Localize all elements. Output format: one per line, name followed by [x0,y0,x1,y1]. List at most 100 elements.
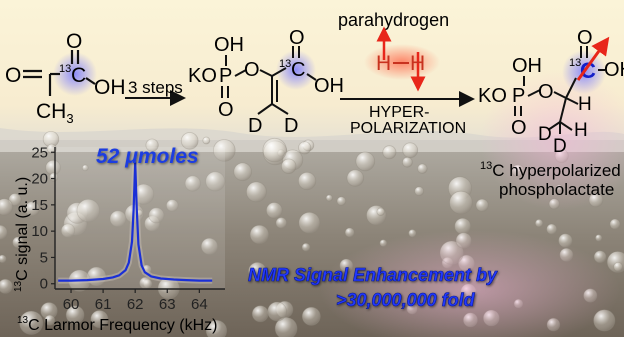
bubble [90,310,109,329]
phospholactate-molecule: OH KO P O O H H D D 13 C O OH [478,27,624,157]
bubble [613,261,623,272]
parahydrogen-molecule: H H [364,26,440,92]
bubble [200,237,218,255]
bubble [0,224,8,240]
product-label-line2: phospholactate [499,180,614,199]
bubble [245,181,267,203]
bubble [46,143,57,154]
bubble [267,301,288,322]
pep-p: P [219,65,232,87]
bubble [180,132,199,150]
bubble [65,305,85,325]
bubble [60,223,76,238]
y-tick-label: 0 [40,276,48,293]
lactate-oh: OH [512,55,542,77]
bubble [248,262,267,281]
lactate-d1: D [538,124,552,145]
step2-line1: HYPER- [369,104,429,121]
pep-d2: D [284,115,298,137]
amount-label: 52 μmoles [96,145,199,168]
y-tick-label: 20 [31,171,48,188]
bubble [336,196,347,206]
bubble [24,201,40,217]
c13-glow [276,50,316,90]
spectrum-series [58,161,213,284]
bubble [148,207,165,224]
pink-glow [320,230,620,337]
bubble [402,142,419,159]
pyruvate-oh: OH [94,76,126,99]
lactate-p: P [512,85,525,107]
bubble [346,169,365,187]
bubble [301,306,321,326]
bubble [81,164,89,172]
bubble [475,198,489,212]
h2-h2: H [410,52,425,75]
bubble [19,310,44,335]
y-tick-label: 5 [40,249,48,266]
step2-line2: POLARIZATION [350,120,466,137]
bubble [449,190,473,215]
bubble [417,163,428,174]
bubble [355,151,376,172]
lactate-o-double: O [511,117,527,139]
product-label-line1: 13C hyperpolarized [480,160,621,180]
bubble [184,175,201,192]
polarization-arrow [576,36,610,81]
bubble [49,172,59,182]
pyruvate-o1: O [5,64,21,87]
bubble [281,158,297,175]
lactate-c13-label: 13 [569,57,581,69]
bubble [344,227,355,238]
bubble [298,141,312,155]
pyruvate-o2: O [66,30,82,53]
h2-h1: H [376,52,391,75]
x-tick-label: 62 [127,296,144,313]
y-tick-label: 25 [31,144,48,161]
bubble [12,236,25,249]
x-tick-label: 60 [63,296,80,313]
bubble [546,223,558,235]
lactate-o-top: O [577,27,593,49]
lactate-oh2: OH [604,59,624,81]
c13-glow [53,52,97,96]
bubble [595,234,603,242]
lactate-h2: H [574,120,588,141]
bubble [325,194,333,202]
bubble [301,242,311,252]
bubble [205,319,228,337]
bubble [298,211,321,234]
bubble [382,145,397,160]
bubble [401,156,413,168]
y-axis-label: 13C signal (a. u.) [13,177,31,292]
plot-area [55,147,225,289]
bubble [0,198,14,216]
bubble [265,202,283,219]
lactate-ko: KO [478,85,507,107]
bubble [534,218,544,228]
bubble [44,314,56,326]
bubble [275,217,288,229]
bubble [8,193,22,207]
pep-ko: KO [188,65,217,87]
bubble [205,171,226,192]
pyruvate-molecule: O O 13 C OH CH3 [5,30,126,126]
pep-molecule: OH KO P O O D D 13 C O OH [188,27,344,137]
lactate-h1: H [578,94,592,115]
pep-o-double: O [218,99,234,121]
bubble [202,136,211,145]
pink-glow-product [480,70,624,210]
pyruvate-carbon: C [71,64,86,87]
bubble [274,317,298,337]
pep-o-bridge: O [244,59,260,81]
reagent-label: parahydrogen [338,10,449,30]
pep-carbon: C [291,59,305,81]
x-axis-label: 13C Larmor Frequency (kHz) [17,315,218,334]
pep-c13-label: 13 [279,58,291,70]
y-tick-label: 10 [31,223,48,240]
